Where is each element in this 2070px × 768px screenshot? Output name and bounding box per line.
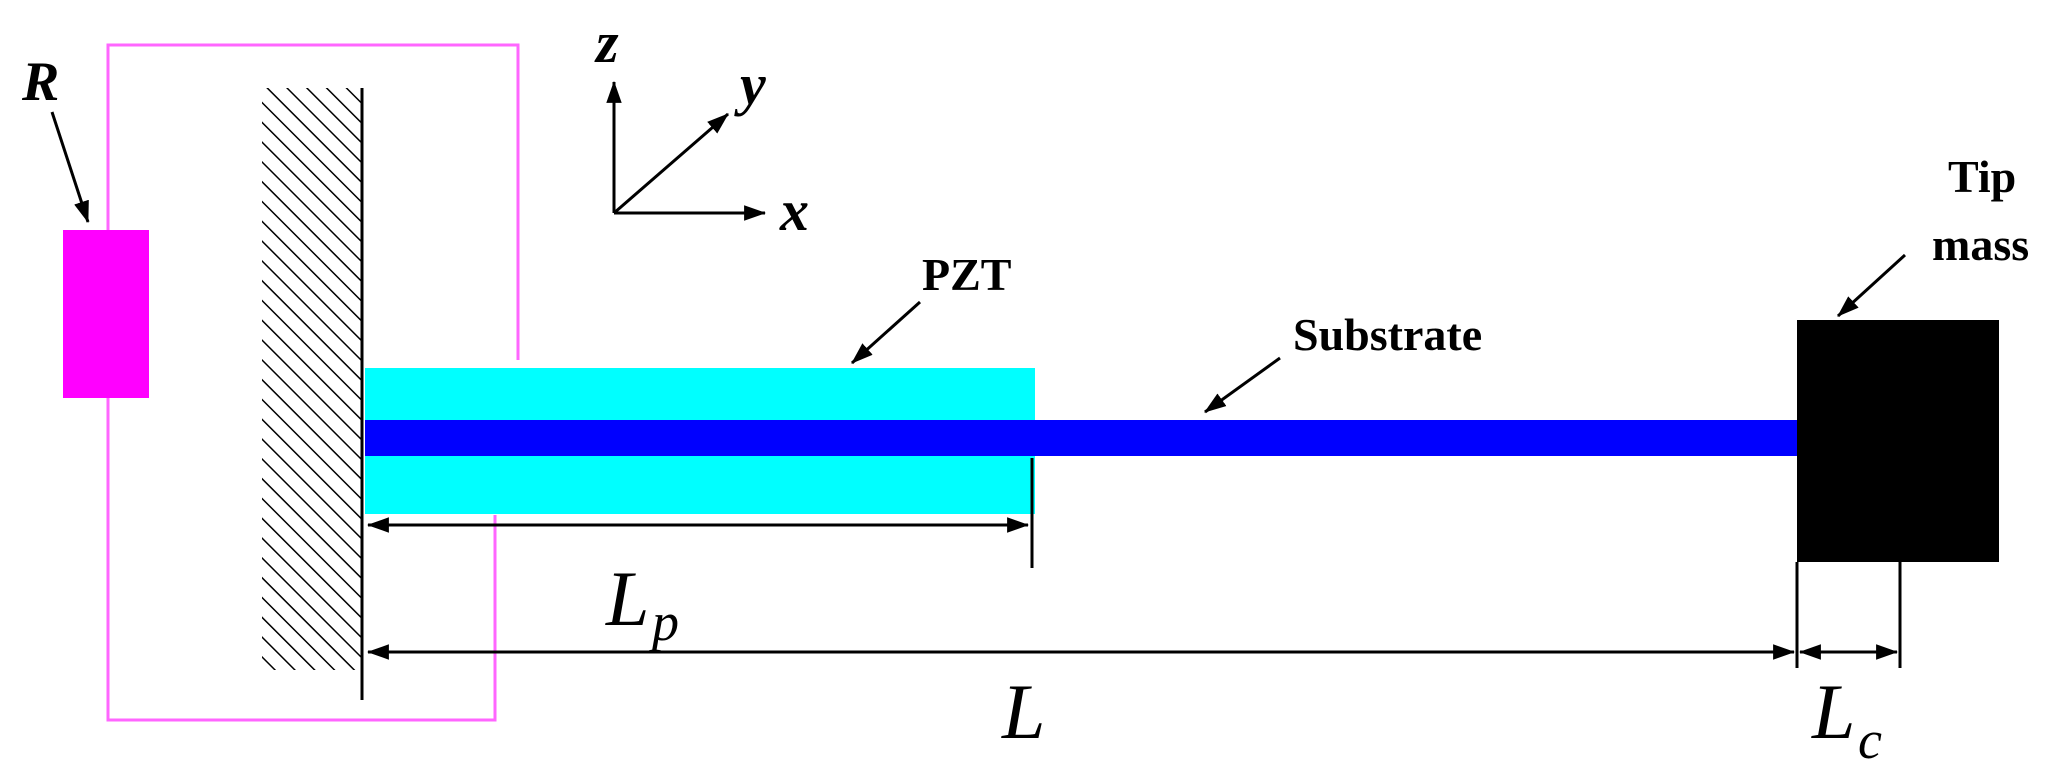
tip-mass-pointer-arrow <box>1836 253 1907 318</box>
load-resistor <box>63 230 149 398</box>
pzt-label: PZT <box>922 249 1011 300</box>
substrate-label: Substrate <box>1293 309 1482 360</box>
tip-mass <box>1797 320 1999 562</box>
resistor-pointer-arrow <box>50 111 90 224</box>
svg-text:p: p <box>648 592 679 652</box>
pzt-pointer-arrow <box>850 300 922 365</box>
svg-text:L: L <box>605 555 649 642</box>
l-dimension-label: L <box>1001 668 1045 755</box>
coordinate-axes: z x y <box>594 10 809 243</box>
substrate-pointer-arrow <box>1204 356 1281 414</box>
svg-text:L: L <box>1811 668 1855 755</box>
y-axis <box>613 112 729 215</box>
resistor-label: R <box>21 51 59 113</box>
circuit-wire <box>106 43 520 722</box>
z-axis-label: z <box>594 10 619 75</box>
lp-dimension-label: L p <box>605 555 679 652</box>
tip-mass-label-line2: mass <box>1932 219 2029 270</box>
lc-dimension-label: L c <box>1811 668 1882 768</box>
clamped-wall-hatch <box>262 88 362 670</box>
y-axis-label: y <box>734 52 766 117</box>
svg-text:c: c <box>1858 710 1882 768</box>
x-axis-label: x <box>779 178 809 243</box>
tip-mass-label-line1: Tip <box>1948 151 2016 202</box>
substrate-beam <box>365 420 1800 456</box>
